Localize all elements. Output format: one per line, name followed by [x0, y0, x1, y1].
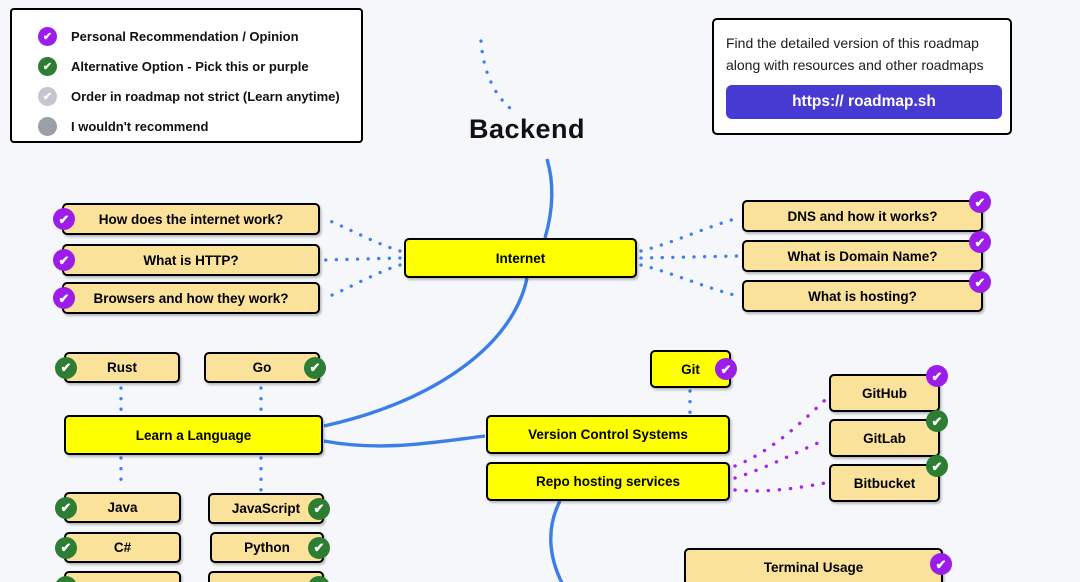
purple-check-icon: ✔	[53, 249, 75, 271]
roadmap-link-button[interactable]: https:// roadmap.sh	[726, 85, 1002, 119]
node-label: Python	[244, 540, 290, 555]
edge-top-to-backend	[479, 39, 513, 111]
node-csharp[interactable]: C# ✔	[55, 532, 181, 563]
node-label: Browsers and how they work?	[93, 290, 289, 306]
node-label: GitLab	[863, 430, 906, 446]
node-label: GitHub	[862, 385, 907, 401]
purple-check-icon: ✔	[53, 287, 75, 309]
purple-check-icon: ✔	[930, 553, 952, 575]
node-rust[interactable]: Rust ✔	[55, 352, 180, 383]
edge-backend-to-internet	[543, 158, 554, 239]
node-label: Git	[681, 361, 700, 377]
legend-label: I wouldn't recommend	[71, 118, 209, 134]
gray-dot-icon	[38, 116, 57, 136]
node-repo-hosting-services[interactable]: Repo hosting services	[486, 462, 730, 501]
legend-label: Personal Recommendation / Opinion	[71, 28, 299, 44]
node-label: Learn a Language	[135, 427, 252, 443]
edge-internet-to-dns	[639, 216, 740, 253]
purple-check-icon: ✔	[969, 191, 991, 213]
node-terminal-usage[interactable]: Terminal Usage ✔	[684, 548, 952, 582]
node-label: Version Control Systems	[528, 427, 688, 442]
info-line-2: along with resources and other roadmaps	[726, 57, 984, 73]
edge-internet-to-domain	[639, 254, 740, 260]
node-go[interactable]: Go ✔	[204, 352, 326, 383]
node-git[interactable]: Git ✔	[650, 350, 737, 388]
node-label: How does the internet work?	[98, 211, 284, 227]
legend-item: I wouldn't recommend	[38, 111, 361, 141]
green-check-icon: ✔	[304, 356, 326, 379]
node-label: Internet	[495, 250, 546, 266]
green-check-icon: ✔	[55, 356, 77, 379]
node-what-is-hosting[interactable]: What is hosting? ✔	[742, 271, 991, 312]
info-box: Find the detailed version of this roadma…	[712, 18, 1012, 135]
node-browsers-and-how-they-work[interactable]: Browsers and how they work? ✔	[53, 282, 320, 314]
node-partial-left[interactable]: ✔	[55, 571, 181, 582]
node-label: Rust	[107, 360, 137, 375]
node-bitbucket[interactable]: Bitbucket ✔	[829, 455, 948, 502]
node-label: Bitbucket	[853, 475, 916, 491]
edge-internet-to-how-internet	[323, 217, 402, 253]
node-label: What is Domain Name?	[787, 248, 938, 264]
node-learn-a-language[interactable]: Learn a Language	[64, 415, 323, 455]
node-internet[interactable]: Internet	[404, 238, 637, 278]
node-label: What is HTTP?	[143, 252, 239, 268]
node-version-control-systems[interactable]: Version Control Systems	[486, 415, 730, 454]
legend-label: Order in roadmap not strict (Learn anyti…	[71, 88, 340, 104]
edge-repo-to-bitbucket	[733, 481, 827, 493]
node-label: DNS and how it works?	[787, 208, 938, 224]
legend-item: ✔ Order in roadmap not strict (Learn any…	[38, 81, 361, 111]
green-check-icon: ✔	[926, 455, 948, 477]
purple-check-icon: ✔	[926, 365, 948, 387]
node-how-does-the-internet-work[interactable]: How does the internet work? ✔	[53, 203, 320, 235]
node-gitlab[interactable]: GitLab ✔	[829, 410, 948, 457]
legend-item: ✔ Alternative Option - Pick this or purp…	[38, 51, 361, 81]
node-java[interactable]: Java ✔	[55, 492, 181, 523]
node-what-is-domain-name[interactable]: What is Domain Name? ✔	[742, 231, 991, 272]
purple-check-icon: ✔	[969, 271, 991, 293]
legend-label: Alternative Option - Pick this or purple	[71, 58, 309, 74]
edge-repo-to-github	[733, 398, 827, 468]
purple-check-icon: ✔	[715, 358, 737, 380]
legend-box: ✔ Personal Recommendation / Opinion ✔ Al…	[10, 8, 363, 143]
purple-check-icon: ✔	[969, 231, 991, 253]
edge-repo-hosting-to-bottom	[549, 500, 564, 582]
green-check-icon: ✔	[308, 497, 330, 520]
node-dns-and-how-it-works[interactable]: DNS and how it works? ✔	[742, 191, 991, 232]
node-label: C#	[113, 540, 132, 555]
node-python[interactable]: Python ✔	[210, 532, 330, 563]
node-javascript[interactable]: JavaScript ✔	[208, 493, 330, 524]
node-label: What is hosting?	[808, 288, 917, 304]
node-what-is-http[interactable]: What is HTTP? ✔	[53, 244, 320, 276]
page-title: Backend	[468, 114, 586, 144]
node-github[interactable]: GitHub ✔	[829, 365, 948, 412]
edge-learn-language-to-vcs	[323, 434, 486, 448]
node-label: Go	[252, 360, 272, 375]
edge-internet-to-browsers	[323, 263, 402, 300]
node-label: JavaScript	[231, 501, 301, 516]
green-check-icon: ✔	[55, 536, 77, 559]
edge-repo-to-gitlab	[733, 438, 827, 480]
edge-internet-to-what-http	[323, 256, 402, 262]
green-check-icon: ✔	[308, 575, 330, 582]
legend-item: ✔ Personal Recommendation / Opinion	[38, 21, 361, 51]
gray-check-icon: ✔	[38, 86, 57, 106]
green-check-icon: ✔	[38, 56, 57, 76]
green-check-icon: ✔	[926, 410, 948, 432]
node-label: Repo hosting services	[535, 474, 681, 489]
node-label: Java	[107, 500, 138, 515]
info-line-1: Find the detailed version of this roadma…	[726, 35, 979, 51]
purple-check-icon: ✔	[38, 26, 57, 46]
edge-internet-to-learn-language	[323, 277, 529, 428]
green-check-icon: ✔	[55, 496, 77, 519]
purple-check-icon: ✔	[53, 208, 75, 230]
node-partial-right[interactable]: ✔	[208, 571, 330, 582]
node-label: Terminal Usage	[763, 559, 864, 575]
edge-internet-to-hosting	[639, 263, 740, 298]
green-check-icon: ✔	[55, 575, 77, 582]
green-check-icon: ✔	[308, 536, 330, 559]
